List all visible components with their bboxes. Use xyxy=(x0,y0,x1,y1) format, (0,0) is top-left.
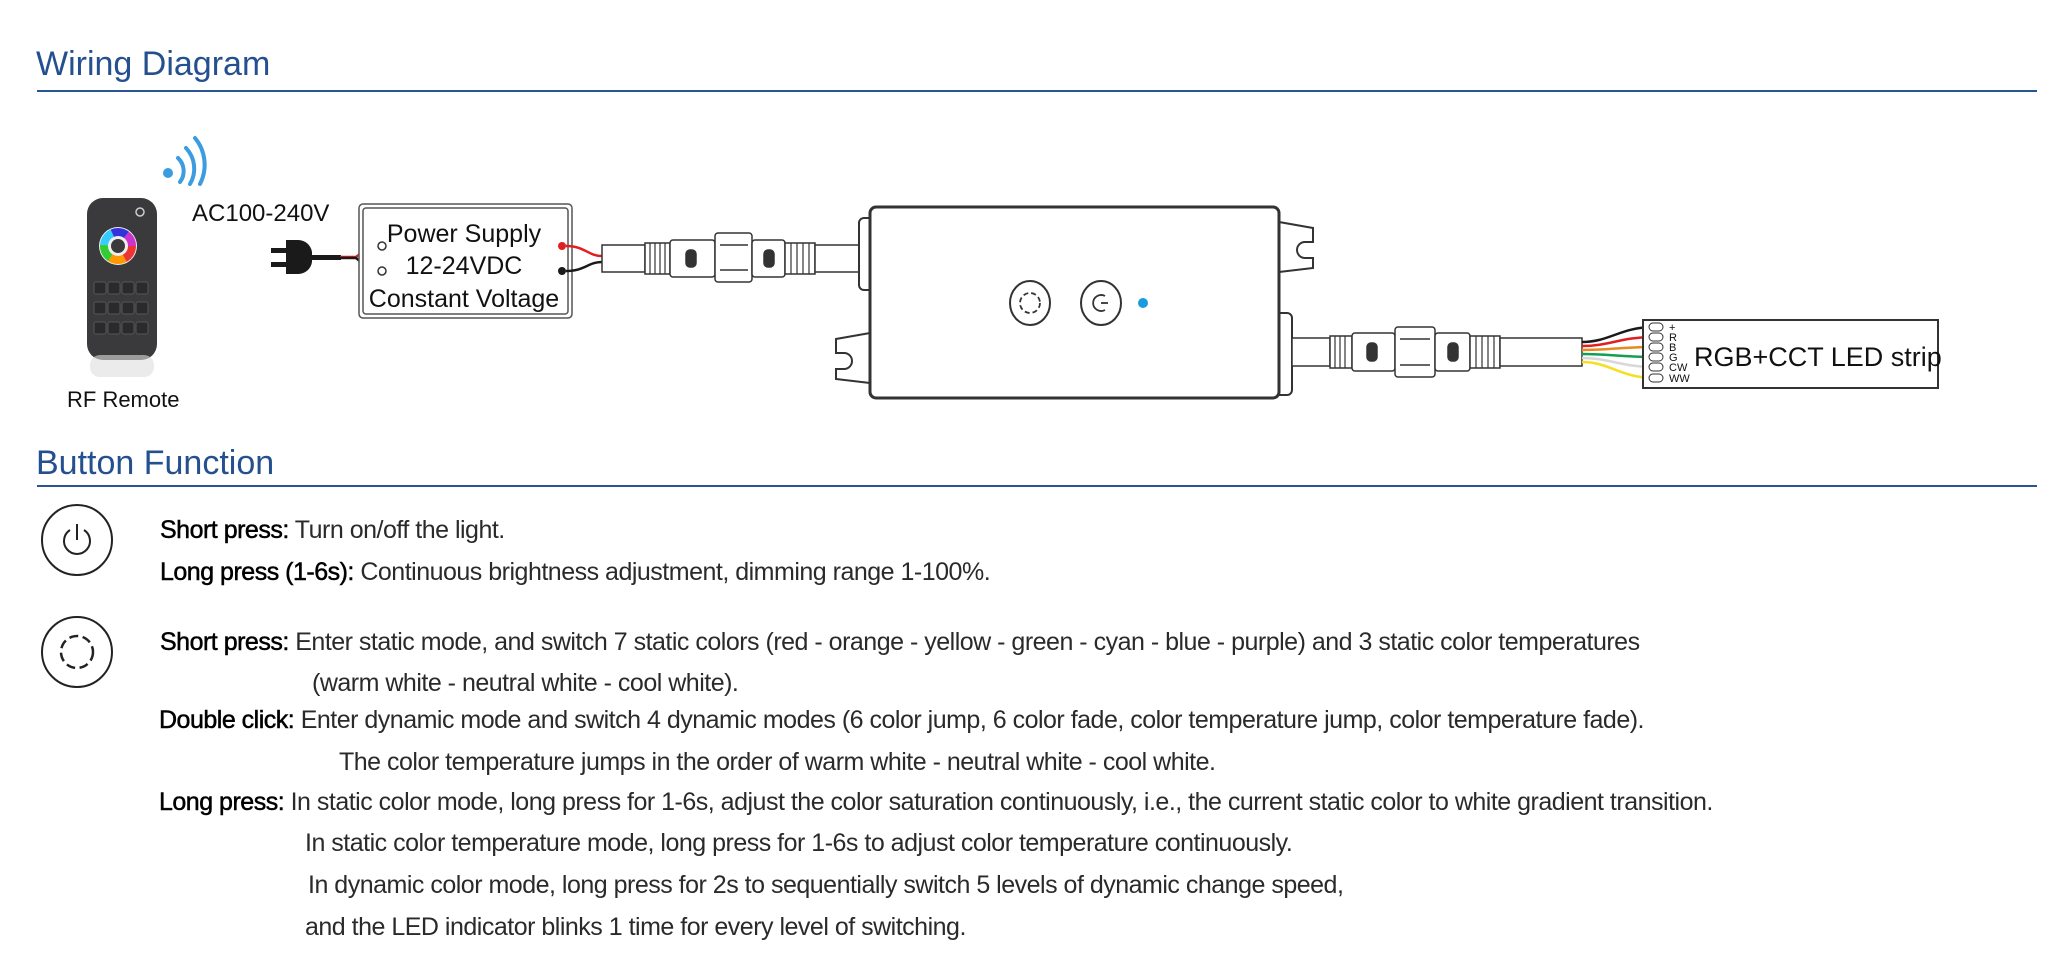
function-label: Long press (1-6s): xyxy=(160,558,355,587)
power-supply-voltage: 12-24VDC xyxy=(406,252,523,280)
function-text: In dynamic color mode, long press for 2s… xyxy=(308,871,1344,899)
function-text: Enter dynamic mode and switch 4 dynamic … xyxy=(300,706,1645,734)
power-supply-type: Constant Voltage xyxy=(369,285,559,313)
function-line: Short press: Enter static mode, and swit… xyxy=(160,627,1640,657)
function-text: Continuous brightness adjustment, dimmin… xyxy=(360,558,991,586)
function-line: Long press: In static color mode, long p… xyxy=(159,787,1714,817)
pin-label: B xyxy=(1669,342,1676,354)
led-strip-label: RGB+CCT LED strip xyxy=(1694,342,1942,372)
led-strip-box xyxy=(1642,319,1939,389)
input-voltage-label: AC100-240V xyxy=(192,200,329,227)
output-connector xyxy=(1291,326,1583,378)
ac-plug-icon xyxy=(271,239,341,275)
section-title-button-function: Button Function xyxy=(36,444,275,482)
function-line: Long press (1-6s): Continuous brightness… xyxy=(160,557,991,587)
controller-unit xyxy=(835,205,1314,400)
pin-pad xyxy=(1648,322,1664,332)
function-label: Double click: xyxy=(159,706,295,735)
pin-label: + xyxy=(1669,322,1675,334)
section-divider xyxy=(37,485,2037,487)
function-text: Turn on/off the light. xyxy=(294,516,505,544)
function-line: Short press: Turn on/off the light. xyxy=(160,515,506,545)
pin-pad xyxy=(1648,362,1664,372)
function-label: Short press: xyxy=(160,628,290,657)
pin-pad xyxy=(1648,332,1664,342)
mode-button-icon xyxy=(41,616,113,688)
function-text: In static color mode, long press for 1-6… xyxy=(290,788,1714,816)
function-text: The color temperature jumps in the order… xyxy=(339,748,1216,776)
controller-mode-button[interactable] xyxy=(1009,280,1051,326)
function-text: (warm white - neutral white - cool white… xyxy=(312,669,739,697)
remote-label: RF Remote xyxy=(67,387,179,412)
function-label: Short press: xyxy=(160,516,290,545)
function-text: and the LED indicator blinks 1 time for … xyxy=(305,913,966,941)
led-indicator xyxy=(1138,298,1148,308)
power-supply-title: Power Supply xyxy=(387,220,542,248)
power-button-icon xyxy=(41,504,113,576)
function-line: Double click: Enter dynamic mode and swi… xyxy=(159,705,1645,735)
pin-label: G xyxy=(1669,352,1678,364)
rf-remote-image xyxy=(87,198,157,377)
power-supply-box xyxy=(358,203,573,319)
pin-label: R xyxy=(1669,332,1677,344)
section-divider xyxy=(37,90,2037,92)
function-text: In static color temperature mode, long p… xyxy=(305,829,1293,857)
function-label: Long press: xyxy=(159,788,285,817)
wireless-signal-icon xyxy=(163,136,207,186)
controller-power-button[interactable] xyxy=(1080,280,1122,326)
input-connector xyxy=(601,232,861,283)
pin-pad xyxy=(1648,352,1664,362)
pin-pad xyxy=(1648,342,1664,352)
pin-label: WW xyxy=(1669,373,1690,385)
section-title-wiring-diagram: Wiring Diagram xyxy=(36,45,271,83)
pin-pad xyxy=(1648,373,1664,383)
wiring-diagram: RF Remote AC100-240V Power Supply 12-24V… xyxy=(67,136,1942,412)
pin-label: CW xyxy=(1669,362,1688,374)
function-text: Enter static mode, and switch 7 static c… xyxy=(295,628,1640,656)
